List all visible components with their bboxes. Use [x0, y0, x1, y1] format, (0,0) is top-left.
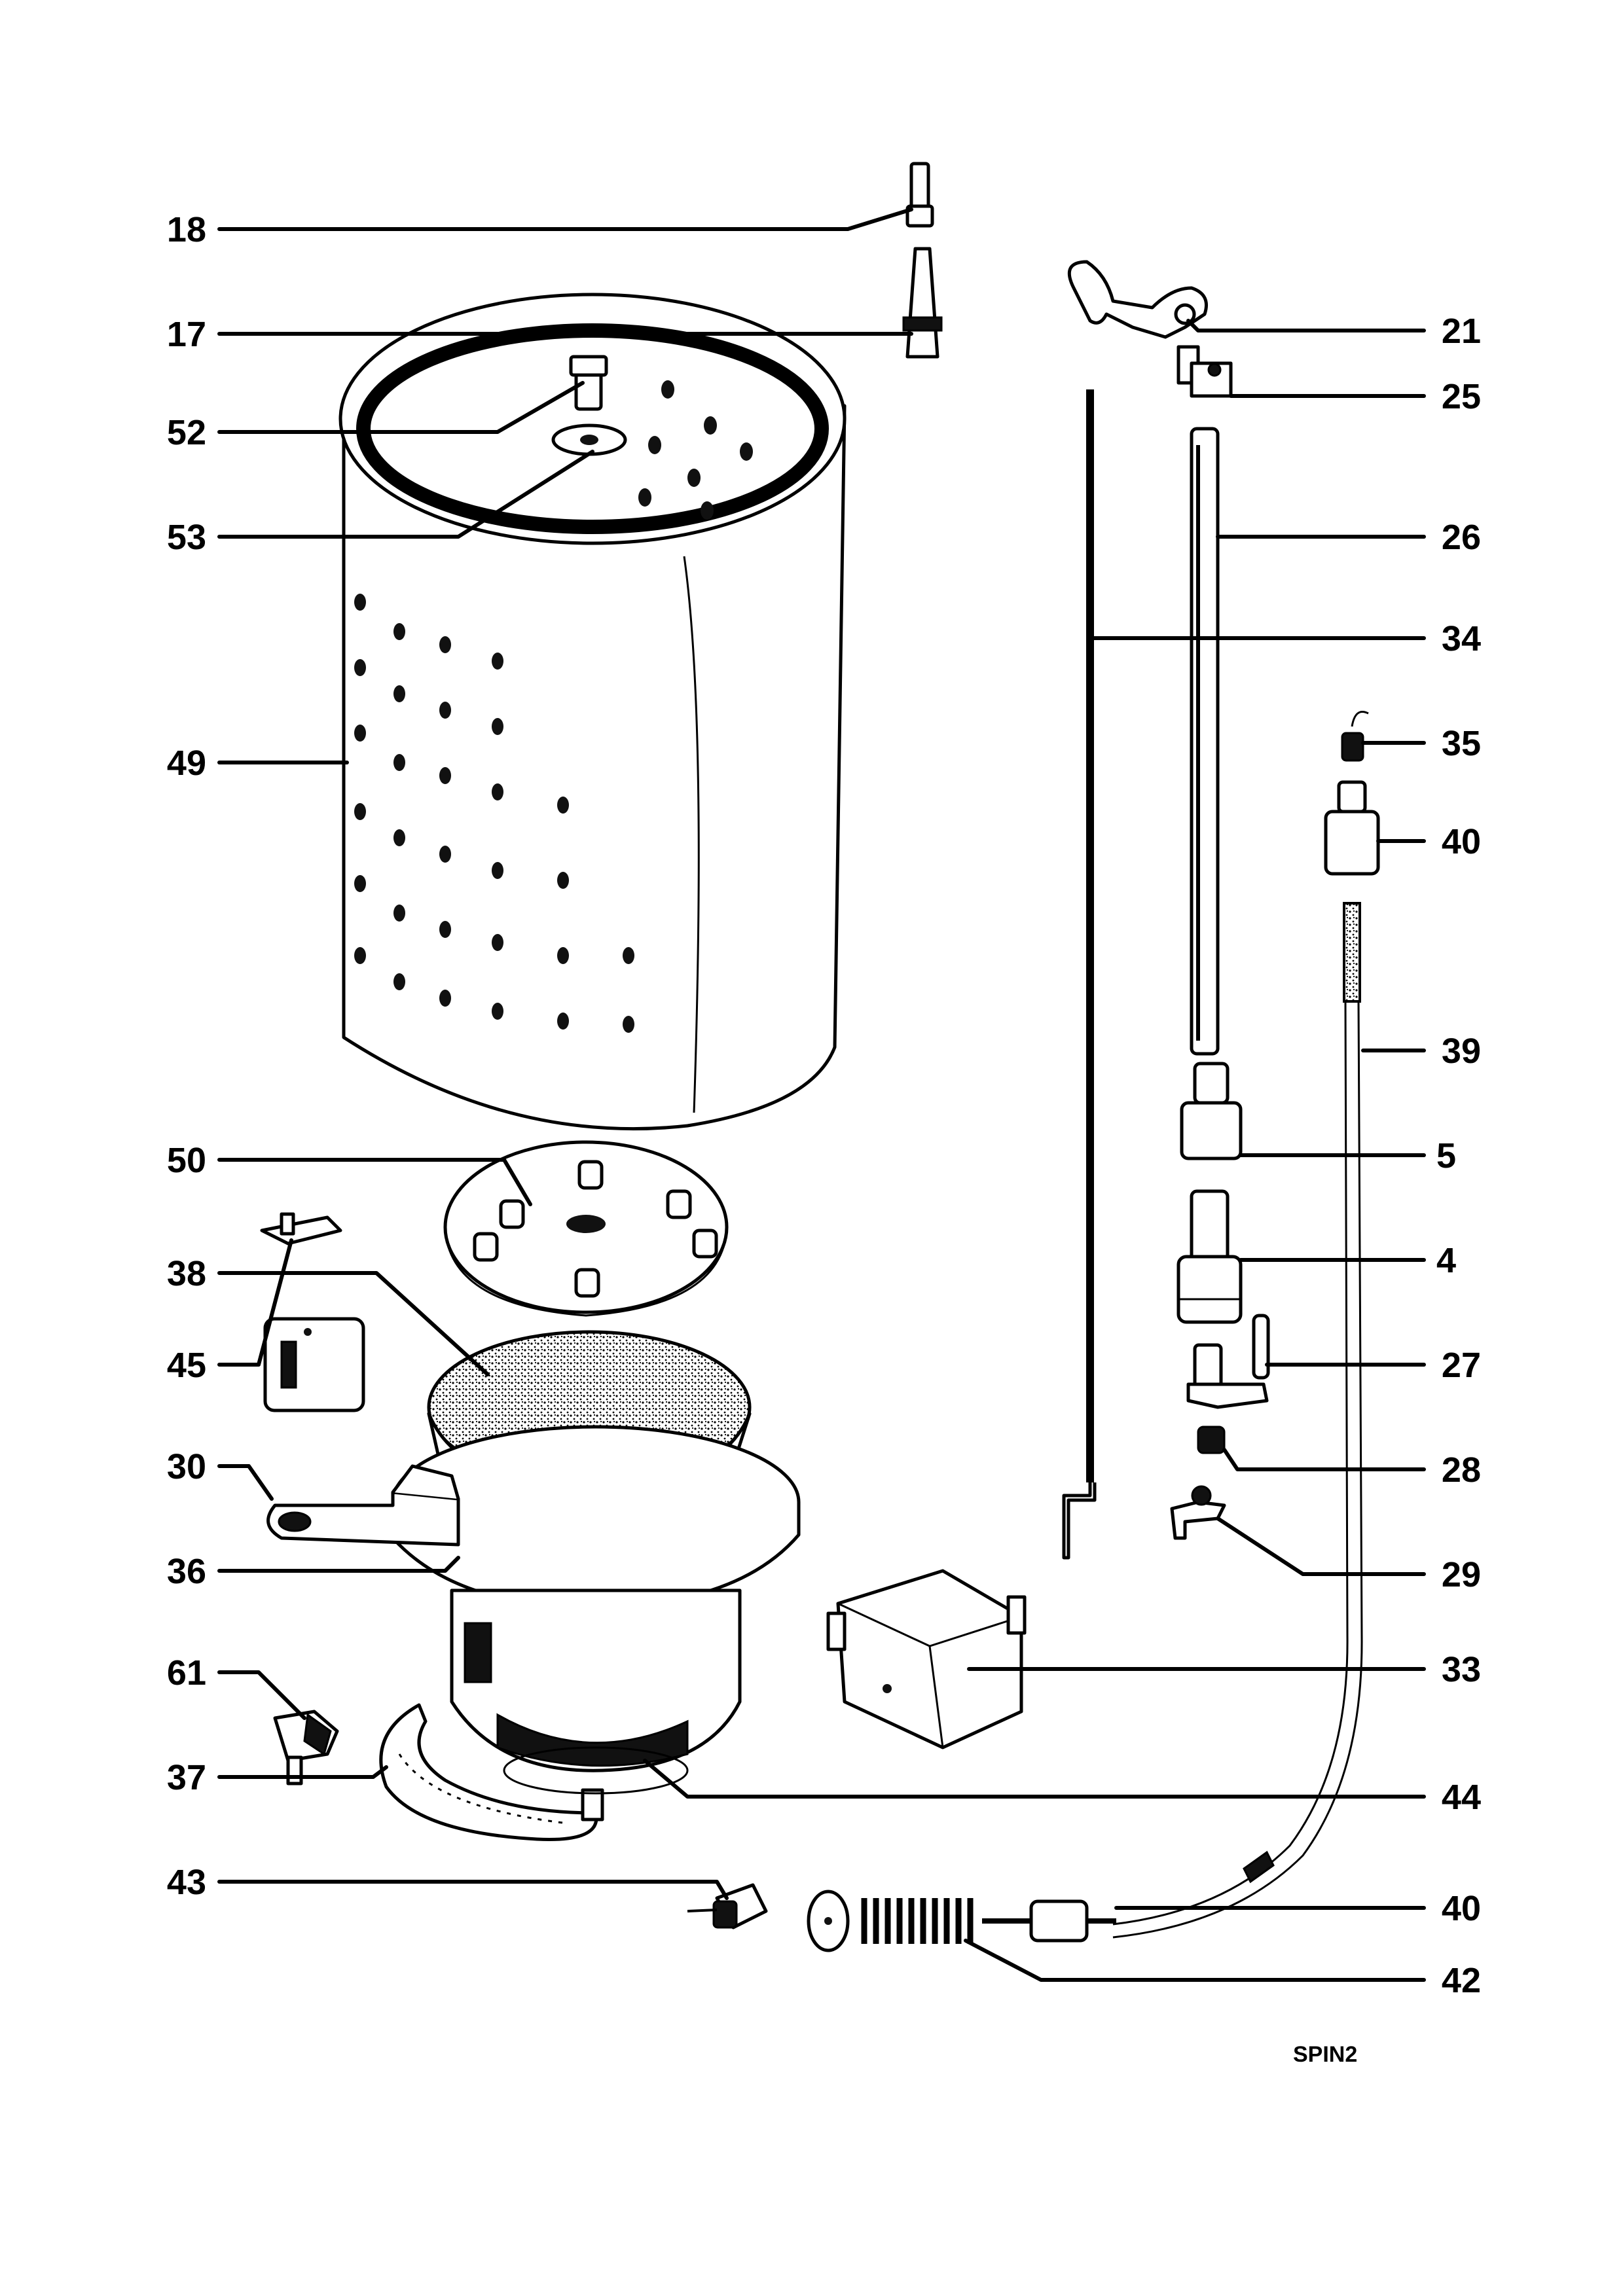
- part-61-clamp: [273, 1710, 339, 1785]
- leader-52: [217, 381, 585, 434]
- callout-34: 34: [1442, 619, 1481, 658]
- callout-43: 43: [167, 1863, 206, 1902]
- part-18-bolt: [905, 162, 934, 228]
- callout-42: 42: [1442, 1961, 1481, 2000]
- part-43-connector: [687, 1883, 768, 1929]
- part-27-lever: [1186, 1314, 1270, 1409]
- leader-36: [217, 1556, 460, 1573]
- leader-53: [217, 450, 594, 539]
- callout-40-upper: 40: [1442, 822, 1481, 861]
- callout-44: 44: [1442, 1778, 1481, 1817]
- part-21-hook: [1067, 260, 1208, 339]
- callout-17: 17: [167, 315, 206, 354]
- callout-37: 37: [167, 1758, 206, 1797]
- leader-29: [1216, 1516, 1426, 1576]
- part-5-coupling: [1180, 1062, 1243, 1160]
- diagram-code: SPIN2: [1293, 2042, 1357, 2067]
- callout-26: 26: [1442, 518, 1481, 557]
- callout-53: 53: [167, 518, 206, 557]
- part-50-plate: [443, 1140, 729, 1317]
- callouts-left: 18 17 52 53 49 50 38 45 30 36 61 37 43: [167, 210, 206, 1902]
- leader-30: [217, 1464, 274, 1501]
- callout-30: 30: [167, 1447, 206, 1486]
- callout-39: 39: [1442, 1031, 1481, 1071]
- part-53-washer: [551, 423, 627, 456]
- callout-25: 25: [1442, 377, 1481, 416]
- leader-28: [1222, 1448, 1426, 1471]
- part-34-rod: [1062, 389, 1097, 1560]
- callout-4: 4: [1436, 1241, 1456, 1280]
- callout-21: 21: [1442, 312, 1481, 351]
- part-26-tube: [1190, 427, 1220, 1056]
- callout-36: 36: [167, 1552, 206, 1591]
- callout-27: 27: [1442, 1346, 1481, 1385]
- part-40-sleeve-upper: [1324, 780, 1380, 876]
- callouts-right: 21 25 26 34 35 40 39 5 4 27 28 29 33 44 …: [1436, 312, 1481, 2000]
- callout-29: 29: [1442, 1555, 1481, 1594]
- part-4-coupling: [1176, 1189, 1243, 1324]
- leader-45: [217, 1238, 293, 1367]
- callout-50: 50: [167, 1141, 206, 1180]
- part-40-sleeve-lower: [1029, 1899, 1116, 1943]
- callout-28: 28: [1442, 1450, 1481, 1490]
- callout-61: 61: [167, 1653, 206, 1693]
- callout-38: 38: [167, 1254, 206, 1293]
- part-52-bolt: [569, 355, 608, 411]
- part-36-motor-housing: [391, 1425, 801, 1772]
- callout-33: 33: [1442, 1650, 1481, 1689]
- callout-18: 18: [167, 210, 206, 249]
- part-44-base-ring: [503, 1746, 689, 1795]
- callout-52: 52: [167, 413, 206, 452]
- callout-40-lower: 40: [1442, 1889, 1481, 1928]
- leader-38: [217, 1271, 490, 1376]
- part-30-bracket: [266, 1464, 460, 1547]
- part-35-screw: [1341, 711, 1369, 762]
- part-17-pin: [902, 247, 943, 359]
- part-28-nut: [1197, 1426, 1226, 1454]
- part-33-relay: [826, 1569, 1027, 1749]
- part-37-strap: [379, 1703, 604, 1841]
- leader-42: [964, 1939, 1426, 1982]
- callout-49: 49: [167, 744, 206, 783]
- leader-18: [217, 207, 913, 231]
- leader-50: [217, 1158, 532, 1206]
- part-29-clip: [1170, 1485, 1226, 1540]
- callout-35: 35: [1442, 724, 1481, 763]
- callout-5: 5: [1436, 1136, 1456, 1175]
- part-49-drum: [338, 293, 847, 1131]
- leader-61: [217, 1670, 306, 1720]
- part-25-bracket: [1176, 345, 1233, 398]
- leader-43: [217, 1880, 729, 1900]
- leader-21: [1186, 319, 1426, 332]
- part-42-spring: [807, 1890, 1031, 1952]
- part-45-switch: [260, 1212, 365, 1412]
- leader-37: [217, 1765, 388, 1779]
- part-39-cable: [1112, 902, 1363, 1939]
- callout-45: 45: [167, 1346, 206, 1385]
- leader-44: [643, 1759, 1426, 1799]
